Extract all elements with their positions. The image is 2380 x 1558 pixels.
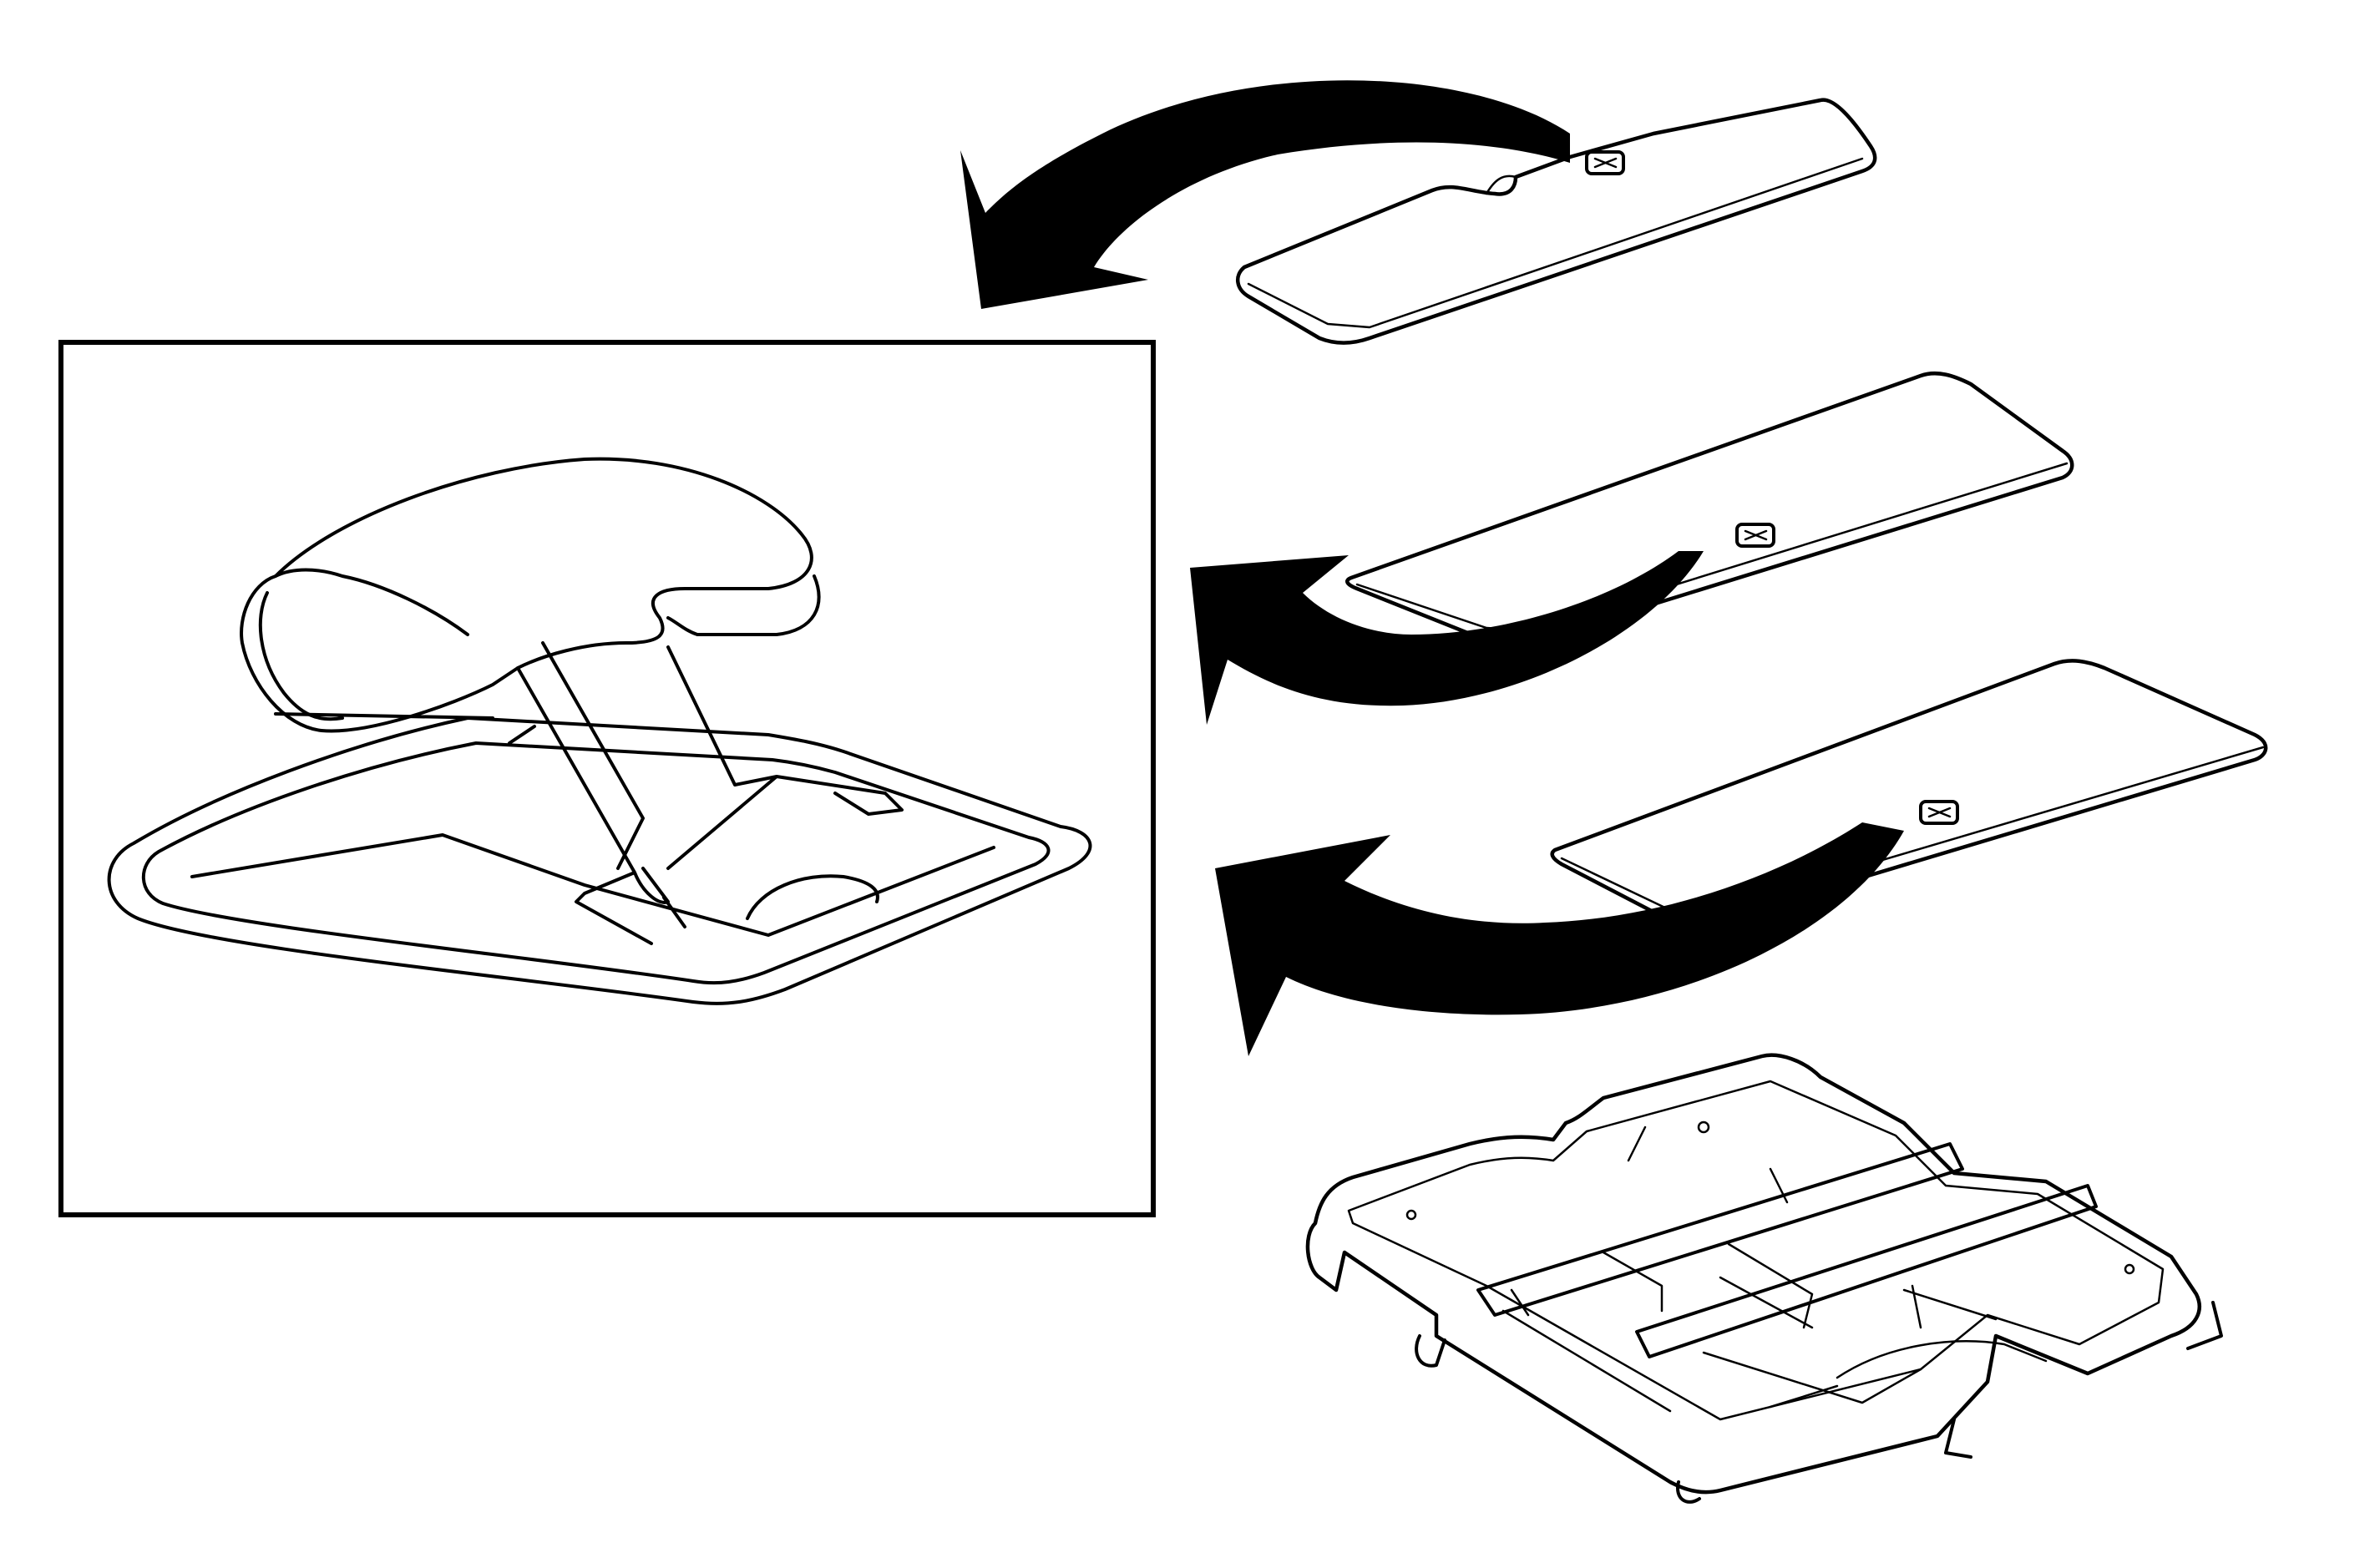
recess-outer-rim [107, 716, 1092, 1005]
storage-tray-bolt-1 [1697, 1120, 1710, 1134]
storage-tray-bolt-2 [2124, 1263, 2135, 1275]
floor-panel-middle-handle-mark [1744, 529, 1768, 541]
detail-inset-frame [58, 340, 1156, 1217]
floor-panel-top-handle [1585, 150, 1625, 175]
recess-inner-rim [141, 741, 1051, 985]
handle-stem [516, 645, 904, 945]
floor-panel-top-notch [1485, 175, 1517, 195]
storage-tray-feet [1415, 1301, 2223, 1504]
pivot-boss [746, 874, 879, 920]
floor-panel-top-handle-mark [1593, 157, 1618, 169]
floor-panel-lower-outline [1550, 659, 2268, 928]
storage-tray-floor-recess [1769, 1340, 2048, 1409]
detail-inset [58, 340, 1156, 1217]
handle-stem-edge [541, 641, 686, 928]
storage-tray [1305, 1053, 2223, 1504]
storage-tray-rim [1347, 1080, 2165, 1421]
arrow-lower [1215, 822, 1904, 1056]
floor-panel-top-outline [1236, 98, 1877, 345]
detail-handle-drawing [107, 457, 1092, 1005]
storage-tray-divider-back [1635, 1184, 2098, 1358]
floor-panel-top [1236, 98, 1877, 345]
storage-tray-bolt-3 [1405, 1209, 1417, 1221]
floor-panel-middle-handle [1735, 523, 1775, 548]
recess-floor [190, 833, 995, 937]
floor-panel-lower-handle [1919, 800, 1959, 825]
floor-panel-middle [1345, 372, 2074, 648]
arrow-middle [1190, 551, 1704, 725]
storage-tray-compartment-walls [1501, 1126, 1998, 1413]
floor-panel-lower-handle-mark [1927, 807, 1952, 818]
floor-panel-top-edge [1247, 157, 1864, 329]
storage-tray-outer [1305, 1053, 2201, 1495]
arrow-top [960, 80, 1570, 309]
handle-grip-inner [258, 568, 821, 721]
handle-grip [240, 457, 813, 733]
floor-panel-lower [1550, 659, 2268, 928]
removal-arrows [960, 80, 1904, 1056]
storage-tray-divider-long [1476, 1142, 1964, 1317]
floor-panel-middle-outline [1345, 372, 2074, 648]
